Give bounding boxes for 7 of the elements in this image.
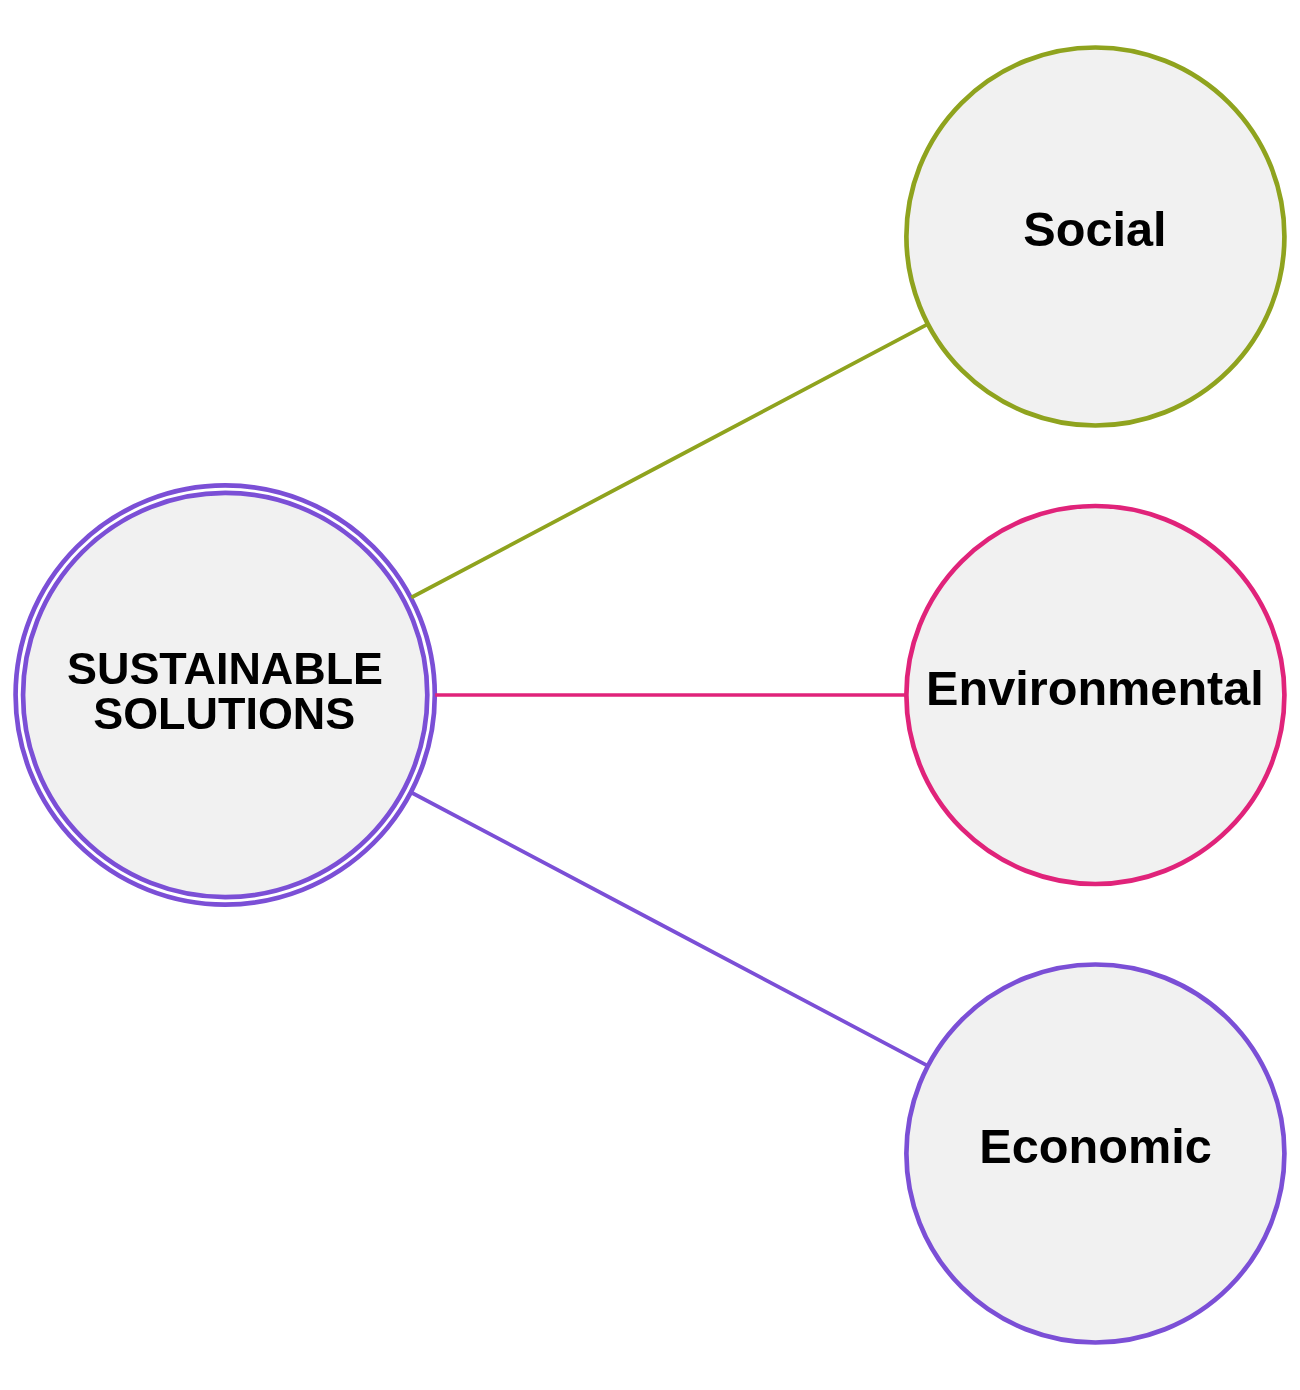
connector bbox=[410, 790, 929, 1068]
node-circle: SUSTAINABLE SOLUTIONS bbox=[13, 483, 438, 907]
node-circle: Economic bbox=[904, 962, 1287, 1345]
connector bbox=[435, 693, 907, 697]
node-circle: Environmental bbox=[904, 503, 1287, 887]
connector bbox=[410, 322, 929, 600]
node-circle: Social bbox=[904, 45, 1287, 428]
